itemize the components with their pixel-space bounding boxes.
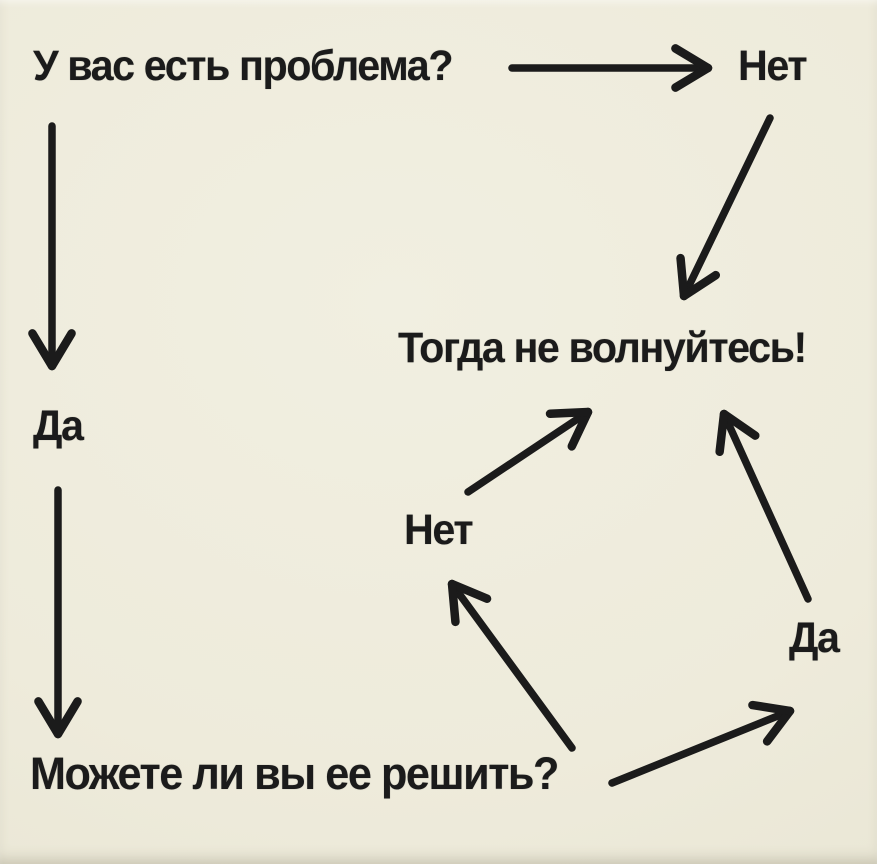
edge-no-top-to-dont-worry	[676, 114, 774, 301]
node-yes-right: Да	[789, 614, 840, 662]
edge-no-middle-to-dont-worry	[464, 407, 593, 496]
edge-can-solve-to-no-middle	[447, 579, 576, 752]
edge-yes-right-to-dont-worry	[715, 409, 812, 603]
edge-have-problem-to-yes	[28, 122, 76, 371]
node-can-solve-question: Можете ли вы ее решить?	[30, 748, 559, 799]
node-no-middle: Нет	[404, 506, 474, 554]
edge-have-problem-to-no	[508, 44, 713, 92]
node-no-top: Нет	[738, 42, 808, 90]
edge-can-solve-to-yes-right	[608, 700, 795, 787]
node-dont-worry: Тогда не волнуйтесь!	[398, 324, 807, 372]
node-yes-left: Да	[33, 402, 84, 450]
edge-yes-left-to-can-solve	[34, 486, 82, 739]
node-have-problem-question: У вас есть проблема?	[33, 42, 454, 90]
